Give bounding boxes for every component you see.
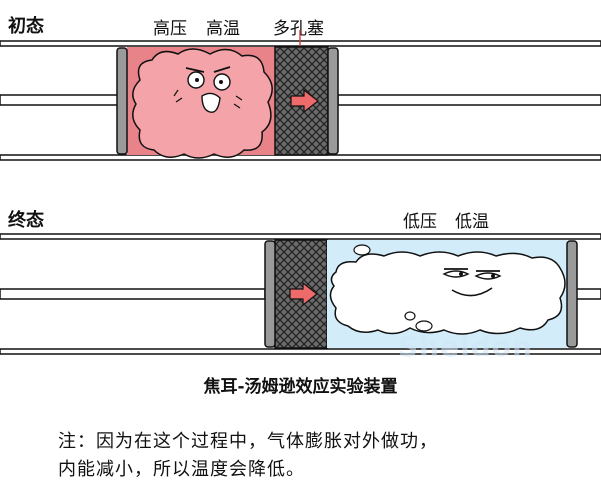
flow-arrow-icon bbox=[290, 88, 319, 114]
tube-top-wall bbox=[0, 233, 601, 240]
left-piston bbox=[116, 47, 128, 155]
cold-gas-cloud bbox=[329, 251, 566, 335]
left-piston-rod bbox=[0, 94, 119, 106]
watermark: Sheldon bbox=[398, 330, 533, 363]
right-piston bbox=[327, 47, 339, 155]
low-pressure-label: 低压 bbox=[403, 212, 437, 232]
initial-state-label: 初态 bbox=[8, 16, 44, 37]
stressed-face bbox=[173, 66, 243, 113]
diagram-caption: 焦耳-汤姆逊效应实验装置 bbox=[203, 377, 398, 397]
flow-arrow-icon bbox=[289, 281, 318, 307]
left-piston-rod bbox=[0, 288, 266, 300]
relaxed-face bbox=[442, 268, 502, 297]
note-line-2: 内能减小，所以温度会降低。 bbox=[58, 459, 305, 480]
left-piston bbox=[264, 240, 276, 348]
right-piston-rod bbox=[575, 288, 601, 300]
initial-apparatus bbox=[0, 30, 601, 161]
final-state-label: 终态 bbox=[8, 210, 44, 231]
high-temp-label: 高温 bbox=[206, 19, 240, 39]
low-temp-label: 低温 bbox=[455, 212, 489, 232]
note-line-1: 注：因为在这个过程中，气体膨胀对外做功， bbox=[58, 431, 438, 452]
right-piston-rod bbox=[337, 94, 601, 106]
tube-bottom-wall bbox=[0, 348, 601, 355]
final-apparatus bbox=[0, 233, 601, 355]
right-piston bbox=[566, 240, 578, 348]
porous-plug-label: 多孔塞 bbox=[273, 19, 324, 39]
high-pressure-label: 高压 bbox=[153, 19, 187, 39]
